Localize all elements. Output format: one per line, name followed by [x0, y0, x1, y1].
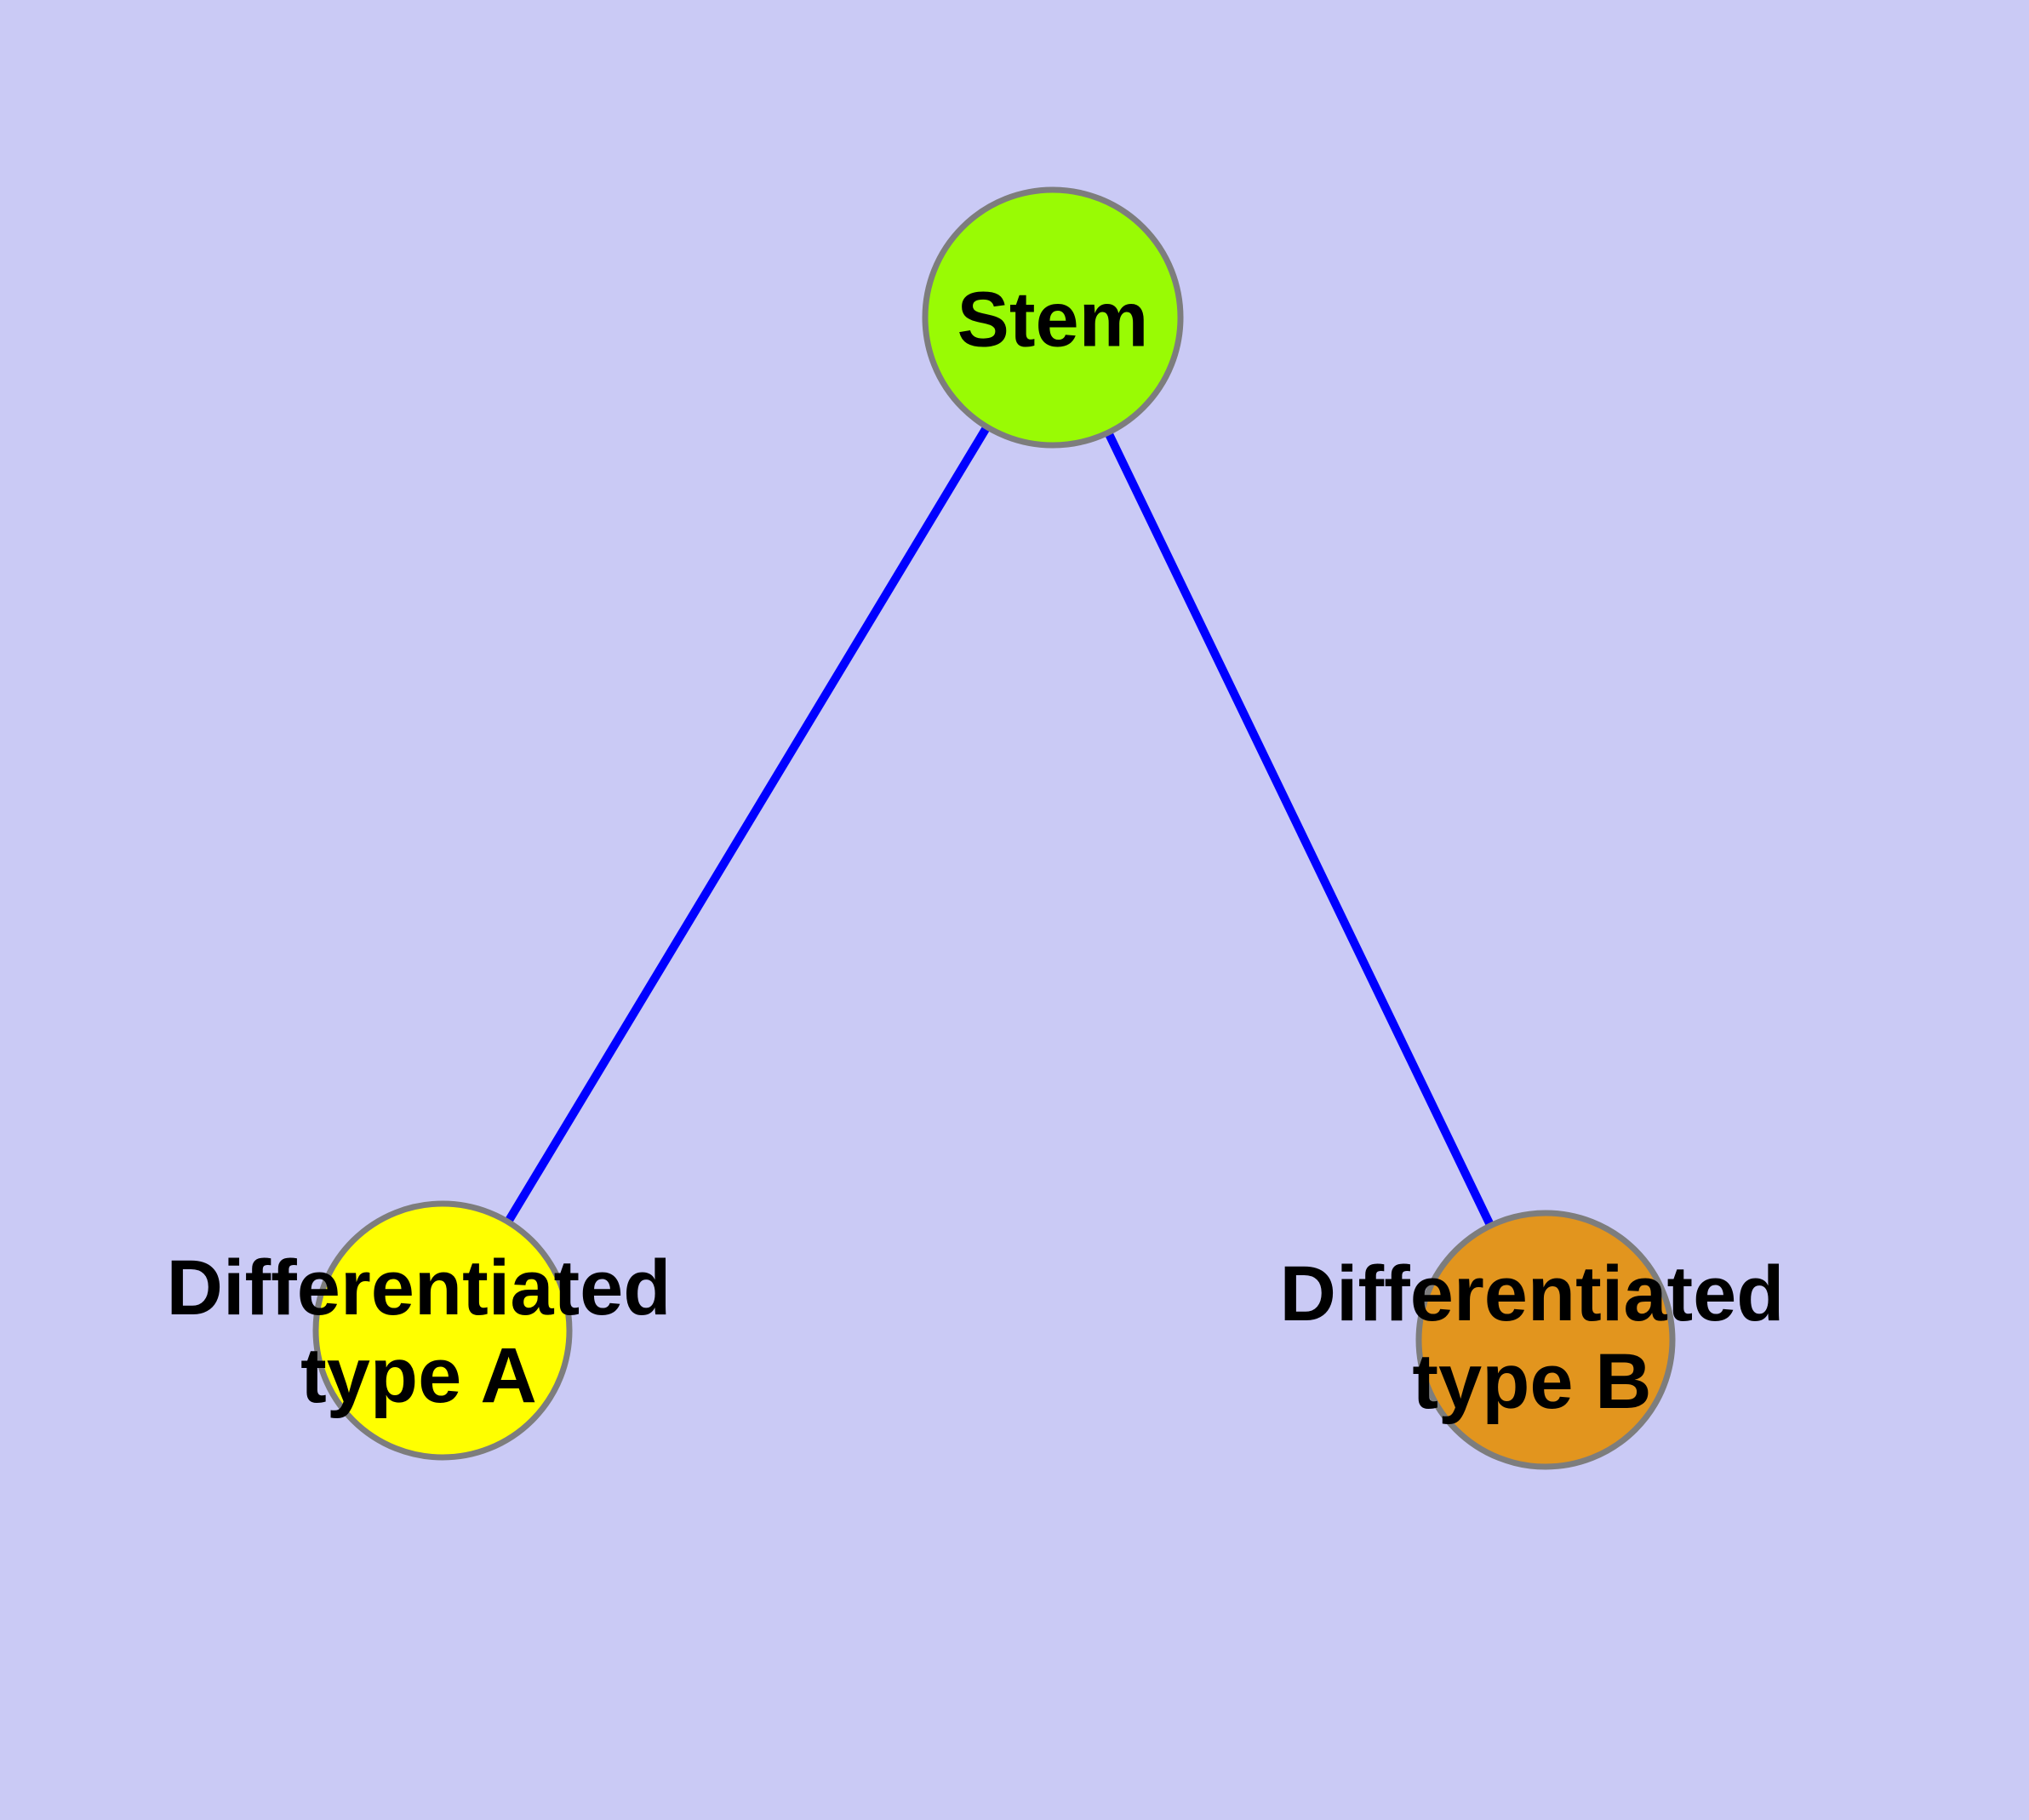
type-a-node-label: Differentiated type A — [167, 1245, 672, 1420]
stem-node-label: Stem — [957, 276, 1149, 363]
type-b-label-line2: type B — [1412, 1338, 1652, 1425]
type-b-node-label: Differentiated type B — [1280, 1251, 1785, 1426]
edge-stem-to-type-b — [1049, 315, 1550, 1342]
type-a-label-line2: type A — [300, 1332, 537, 1419]
type-a-node-circle — [312, 1200, 573, 1461]
edge-stem-to-type-a — [438, 315, 1057, 1333]
type-b-label-line1: Differentiated — [1279, 1250, 1785, 1337]
stem-node-circle — [922, 186, 1184, 449]
type-a-label-line1: Differentiated — [166, 1244, 672, 1331]
type-b-node-circle — [1415, 1210, 1676, 1470]
stem-node-label-text: Stem — [957, 276, 1149, 363]
